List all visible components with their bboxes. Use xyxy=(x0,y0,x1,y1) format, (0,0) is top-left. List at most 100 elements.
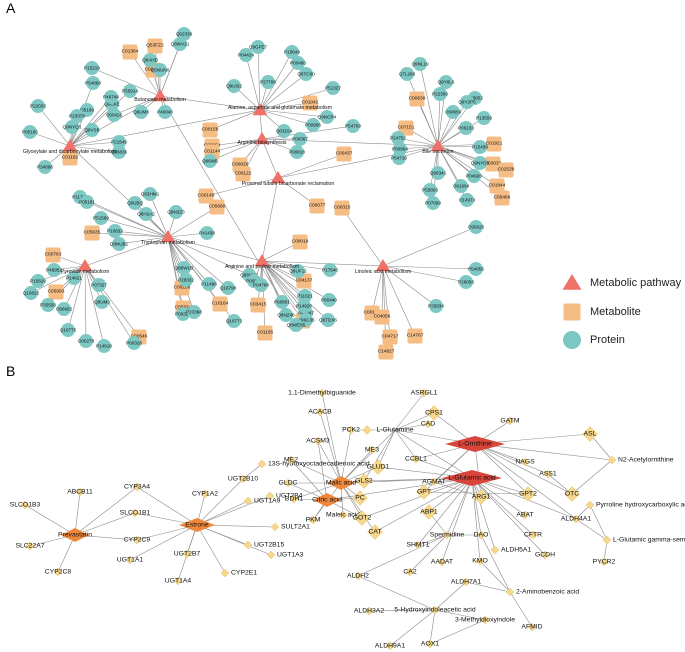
gene-label: UGT1A4 xyxy=(165,578,192,585)
metabolite-square xyxy=(398,120,414,136)
gene-node-cyp1a2: CYP1A2 xyxy=(192,489,218,499)
edge-a-prot-q7l266 xyxy=(406,73,439,147)
edge-b-l-ornithine-ass1 xyxy=(474,443,549,475)
gene-diamond xyxy=(346,425,356,435)
metabolite-node-c00149: C00149 xyxy=(198,188,215,204)
protein-node-p54855: P54855 xyxy=(468,262,484,276)
protein-circle xyxy=(460,95,474,109)
protein-node-q16773: Q16773 xyxy=(226,314,243,328)
protein-node-p23368: P23368 xyxy=(186,305,202,319)
edge-b-malic-acid-cat xyxy=(340,482,376,533)
edge-a-pathway-3 xyxy=(69,145,169,238)
edge-a-pathway-5 xyxy=(167,236,263,262)
gene-node-got2: GOT2 xyxy=(353,510,371,526)
protein-circle xyxy=(153,63,167,77)
protein-label: P35558 xyxy=(40,303,56,308)
hub-node-citric-acid: Citric acid xyxy=(312,493,342,507)
protein-label: Q8TC80 xyxy=(297,72,315,77)
protein-label: O96682 xyxy=(56,307,73,312)
protein-label: P28332 xyxy=(178,278,194,283)
edge-a-prot-p23368 xyxy=(167,236,195,313)
gene-node-dao: DAO xyxy=(474,530,488,540)
protein-node-o96682: O96682 xyxy=(56,302,73,316)
gene-label: CCBL1 xyxy=(405,456,427,463)
edge-a-prot-p15219 xyxy=(91,67,161,97)
protein-label: Q16775 xyxy=(60,328,77,333)
legend-label: Metabolite xyxy=(590,306,641,318)
gene-label: 5-Hydroxyindoleacetic acid xyxy=(394,607,475,614)
gene-diamond xyxy=(182,549,192,559)
protein-circle xyxy=(477,111,491,125)
metabolite-label: C14827 xyxy=(378,349,395,355)
protein-node-q03154: Q03154 xyxy=(276,124,293,138)
protein-circle xyxy=(97,339,111,353)
protein-node-q9um8: Q9UM8 xyxy=(133,105,149,119)
edge-a-prot-p00480 xyxy=(259,62,299,111)
protein-label: P11498 xyxy=(201,282,217,287)
gene-label: ARG1 xyxy=(472,494,491,501)
protein-circle xyxy=(289,318,303,332)
edge-a-met-c04717 xyxy=(382,265,391,338)
protein-node-q16822: Q16822 xyxy=(23,286,40,300)
gene-node-cat: CAT xyxy=(367,524,383,540)
pathway-node-glyoxylate-and-dicarboxylate-metabolism: Glyoxylate and dicarboxylate metabolism xyxy=(23,139,117,155)
edge-b-malic-acid-me3 xyxy=(340,449,373,484)
protein-circle xyxy=(79,334,93,348)
pathway-triangle xyxy=(252,103,268,116)
gene-label: NAGS xyxy=(515,459,535,466)
gene-label: UGT1A3 xyxy=(277,552,304,559)
gene-label: GPT2 xyxy=(519,491,537,498)
gene-label: GLUD1 xyxy=(367,464,390,471)
gene-node-afmid: AFMID xyxy=(521,622,543,632)
edge-b-l-glutamic-acid-aldh5a1 xyxy=(471,477,496,551)
edge-b-l-glutamic-acid-shmt1 xyxy=(417,477,473,546)
protein-label: O95620 xyxy=(468,225,485,230)
pathway-triangle xyxy=(152,89,168,102)
protein-node-p00328: P00328 xyxy=(126,336,142,350)
edge-b-malic-acid-acsm3 xyxy=(317,440,342,484)
protein-node-p14920: P14920 xyxy=(296,299,312,313)
metabolite-square xyxy=(382,329,398,345)
gene-label: N2-Acetylornithine xyxy=(618,457,674,464)
gene-label: 3-Methyldioxyindole xyxy=(455,617,515,624)
gene-node-bdh1: BDH1 xyxy=(285,494,303,504)
edge-a-prot-o06278 xyxy=(84,265,87,342)
pathway-node-pyruvate-metabolism: Pyruvate metabolism xyxy=(61,259,109,275)
edge-a-prot-p25834 xyxy=(382,265,437,307)
pathway-label: Butanoate metabolism xyxy=(134,97,186,103)
pathway-label: Pyruvate metabolism xyxy=(61,269,109,275)
gene-label: ABP1 xyxy=(420,509,438,516)
gene-diamond xyxy=(364,606,374,616)
protein-circle xyxy=(261,75,275,89)
network-b-nodes: 13S-hydroxyoctadecadienoic acidUGT2B10UG… xyxy=(10,388,685,651)
protein-node-q8we65: Q8WE65 xyxy=(287,318,306,332)
protein-label: P15439 xyxy=(472,145,488,150)
protein-label: P49748 xyxy=(103,95,119,100)
edge-b-aldh4a1-l-glutamic-gamma-semialdehyde xyxy=(575,518,608,541)
pathway-node-butanoate-metabolism: Butanoate metabolism xyxy=(134,89,186,103)
edge-b-5-hydroxyindoleacetic-acid-aldh9a1 xyxy=(389,609,436,647)
gene-node-3-methyldioxyindole: 3-Methyldioxyindole xyxy=(455,615,515,625)
protein-circle xyxy=(285,45,299,59)
protein-label: O60656 xyxy=(445,110,462,115)
protein-label: Q8NUB1 xyxy=(110,242,129,247)
protein-label: P10632 xyxy=(107,229,123,234)
metabolite-node-c10164: C10164 xyxy=(212,296,229,312)
gene-node-acsm3: ACSM3 xyxy=(306,436,330,446)
protein-label: Q03154 xyxy=(276,129,293,134)
protein-circle xyxy=(392,151,406,165)
metabolite-node-c03415: C03415 xyxy=(250,297,267,313)
protein-label: P04920 xyxy=(466,174,482,179)
metabolite-square xyxy=(489,178,505,194)
protein-label: P07099 xyxy=(425,201,441,206)
pathway-label: Alanine, aspartate and glutamate metabol… xyxy=(228,105,332,111)
protein-circle xyxy=(251,40,265,54)
edge-a-met-c01165 xyxy=(261,260,266,334)
gene-label: CYP2C8 xyxy=(45,569,72,576)
protein-label: Q96C36 xyxy=(297,318,315,323)
hub-label: L-Ornithine xyxy=(458,441,492,448)
gene-diamond xyxy=(289,494,299,504)
edge-a-pathway-2 xyxy=(261,138,279,179)
edge-a-met-c01844 xyxy=(437,145,498,187)
